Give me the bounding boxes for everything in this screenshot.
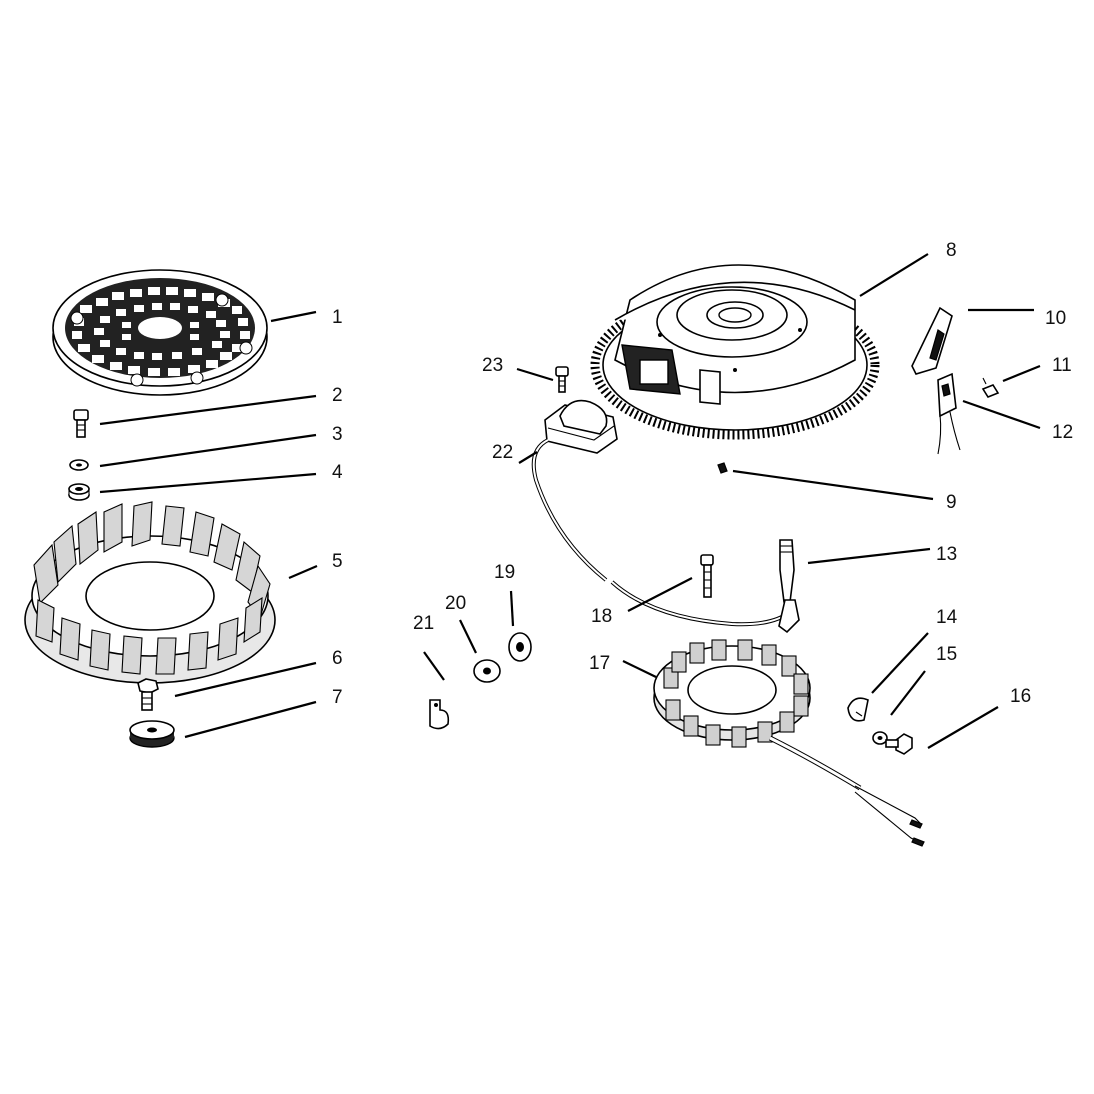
washer-drawing xyxy=(69,459,89,471)
part-labels: 1 2 3 4 5 6 7 8 9 10 11 12 13 14 15 16 1… xyxy=(332,240,1073,708)
washer-20-drawing xyxy=(473,659,501,683)
part-label-18: 18 xyxy=(591,606,612,627)
spacer-drawing xyxy=(68,483,90,501)
wire-clamp-drawing xyxy=(847,697,869,722)
part-label-9: 9 xyxy=(946,492,957,513)
screw-drawing xyxy=(73,409,89,438)
module-screw-drawing xyxy=(981,377,1000,398)
module-bracket-drawing xyxy=(937,372,961,455)
washer-19-drawing xyxy=(508,632,532,662)
part-label-22: 22 xyxy=(492,442,513,463)
part-label-3: 3 xyxy=(332,424,343,445)
key-drawing xyxy=(717,462,728,474)
part-label-10: 10 xyxy=(1045,308,1066,329)
ignition-module-drawing xyxy=(911,306,953,375)
rectifier-regulator-drawing xyxy=(544,399,618,454)
clamp-washer-drawing xyxy=(872,731,888,745)
part-label-11: 11 xyxy=(1052,355,1072,376)
regulator-lead-drawing xyxy=(531,438,792,627)
part-label-21: 21 xyxy=(413,613,434,634)
fan-screen-drawing xyxy=(52,269,268,396)
part-label-8: 8 xyxy=(946,240,957,261)
regulator-screw-drawing xyxy=(555,366,569,393)
part-label-1: 1 xyxy=(332,307,343,328)
wire-clip-drawing xyxy=(429,699,450,730)
stator-screw-drawing xyxy=(700,554,714,598)
flywheel-drawing xyxy=(590,264,880,440)
part-label-19: 19 xyxy=(494,562,515,583)
fan-bolt-drawing xyxy=(137,678,159,711)
part-label-2: 2 xyxy=(332,385,343,406)
cooling-fan-drawing xyxy=(24,501,276,684)
part-label-20: 20 xyxy=(445,593,466,614)
part-label-13: 13 xyxy=(936,544,957,565)
part-label-16: 16 xyxy=(1010,686,1031,707)
part-label-12: 12 xyxy=(1052,422,1073,443)
part-label-14: 14 xyxy=(936,607,958,628)
clamp-screw-drawing xyxy=(885,733,913,755)
part-label-6: 6 xyxy=(332,648,343,669)
part-label-23: 23 xyxy=(482,355,503,376)
part-label-15: 15 xyxy=(936,644,957,665)
flywheel-washer-drawing xyxy=(129,720,175,748)
part-label-4: 4 xyxy=(332,462,343,483)
connector-plug-drawing xyxy=(778,539,800,634)
part-label-17: 17 xyxy=(589,653,610,674)
part-label-7: 7 xyxy=(332,687,343,708)
part-label-5: 5 xyxy=(332,551,343,572)
leader-lines xyxy=(99,253,1041,749)
stator-drawing xyxy=(653,639,925,847)
